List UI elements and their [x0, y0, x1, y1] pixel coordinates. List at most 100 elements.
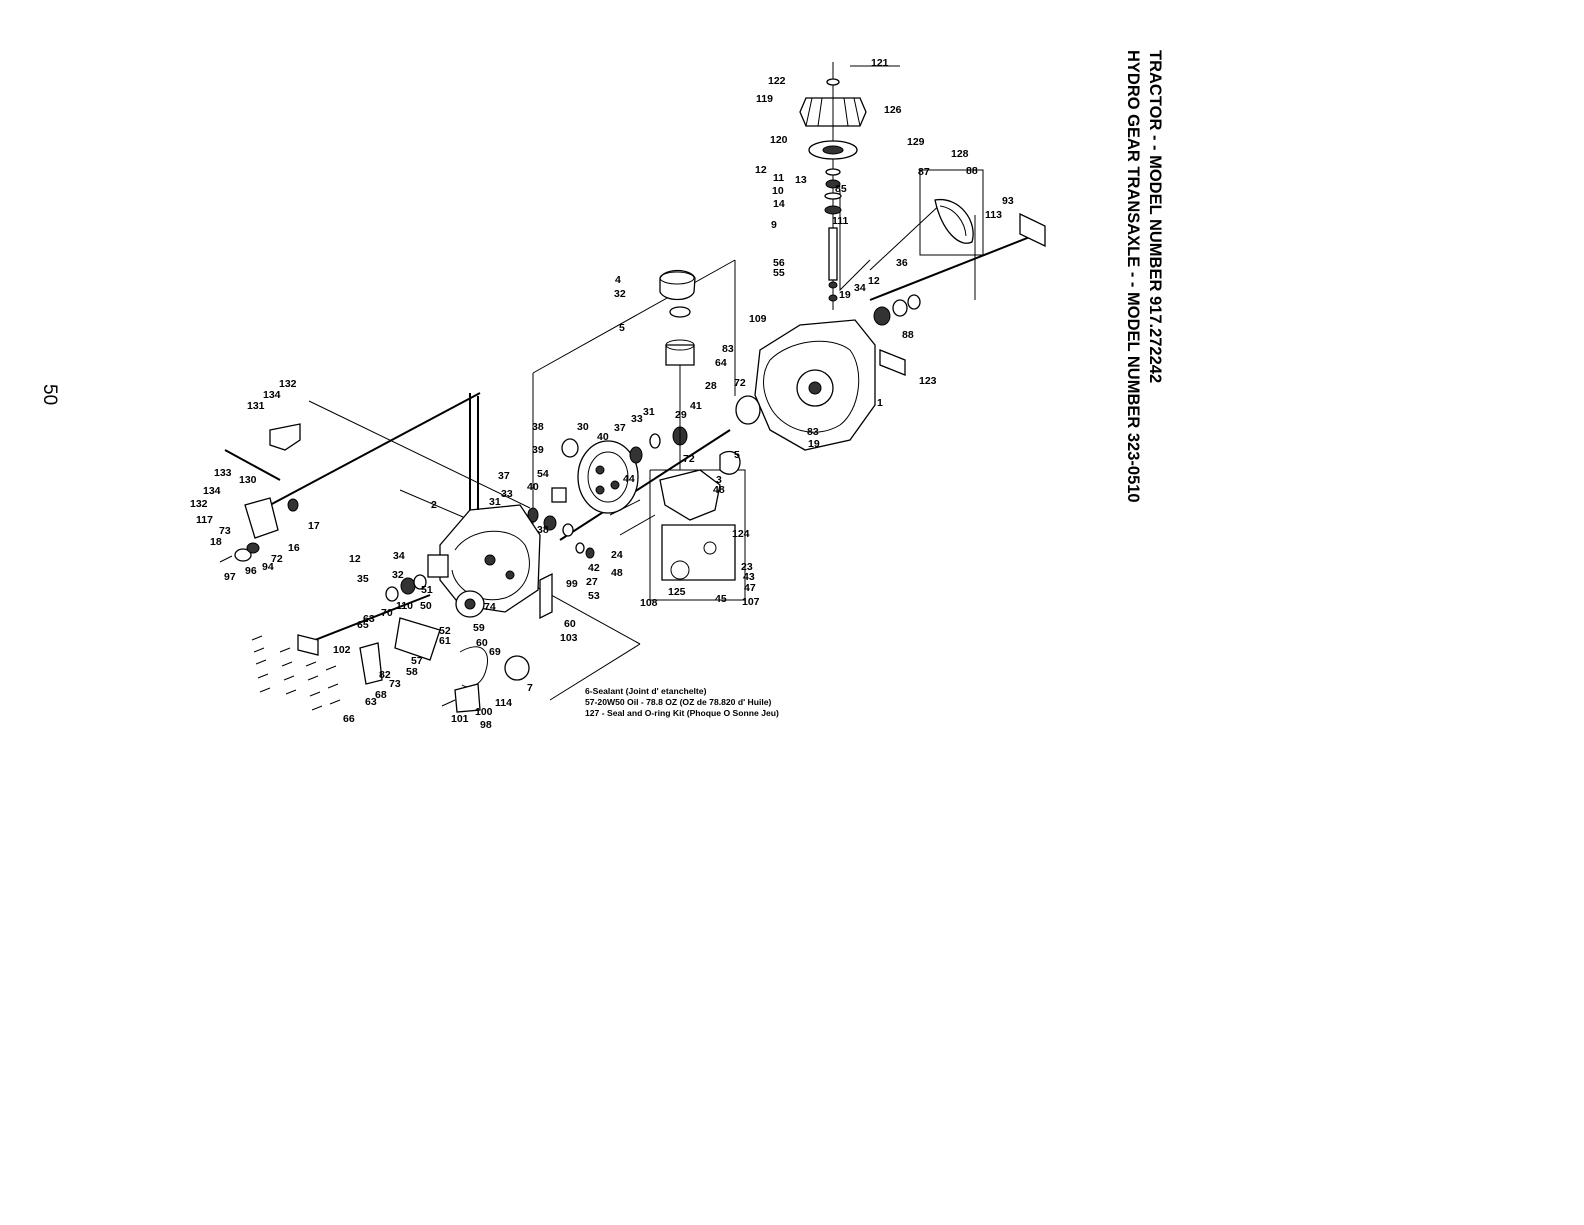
part-label: 31: [643, 406, 655, 418]
part-label: 111: [832, 215, 849, 227]
part-label: 110: [396, 600, 413, 612]
part-label: 38: [532, 421, 544, 433]
note-oil: 57-20W50 Oil - 78.8 OZ (OZ de 78.820 d' …: [585, 697, 772, 707]
part-label: 132: [190, 498, 208, 510]
part-label: 108: [640, 597, 658, 609]
part-label: 94: [262, 561, 274, 573]
part-label: 103: [560, 632, 578, 644]
part-label: 85: [835, 183, 847, 195]
part-label: 30: [577, 421, 589, 433]
part-label: 88: [902, 329, 914, 341]
part-label: 120: [770, 134, 788, 146]
part-label: 126: [884, 104, 902, 116]
part-label: 93: [1002, 195, 1014, 207]
part-label: 124: [732, 528, 750, 540]
part-label: 5: [734, 449, 740, 461]
part-label: 109: [749, 313, 767, 325]
part-label: 33: [501, 488, 513, 500]
part-label: 134: [203, 485, 221, 497]
part-label: 33: [631, 413, 643, 425]
part-label: 114: [495, 697, 512, 709]
title-line-2: HYDRO GEAR TRANSAXLE - - MODEL NUMBER 32…: [1124, 50, 1142, 503]
part-label: 63: [365, 696, 377, 708]
part-label: 122: [768, 75, 786, 87]
main-housing: [754, 319, 906, 451]
part-label: 44: [623, 473, 635, 485]
part-label: 32: [614, 288, 626, 300]
part-label: 57: [411, 655, 423, 667]
part-label: 132: [279, 378, 297, 390]
part-label: 73: [219, 525, 231, 537]
left-axle: [297, 574, 530, 713]
part-label: 40: [597, 431, 609, 443]
part-label: 16: [288, 542, 300, 554]
part-label: 134: [263, 389, 281, 401]
part-label: 19: [808, 438, 820, 450]
part-label: 12: [755, 164, 767, 176]
part-label: 14: [773, 198, 785, 210]
part-label: 35: [357, 573, 369, 585]
part-label: 73: [389, 678, 401, 690]
part-label: 40: [527, 481, 539, 493]
part-label: 64: [715, 357, 727, 369]
part-label: 53: [588, 590, 600, 602]
part-label: 11: [773, 172, 784, 184]
part-label: 121: [871, 57, 889, 69]
part-label: 99: [566, 578, 578, 590]
part-label: 29: [675, 409, 687, 421]
part-label: 130: [239, 474, 257, 486]
part-label: 34: [854, 282, 866, 294]
part-label: 38: [537, 524, 549, 536]
part-label: 17: [308, 520, 320, 532]
note-sealant: 6-Sealant (Joint d' etanchelte): [585, 686, 707, 696]
part-label: 58: [406, 666, 418, 678]
part-label: 32: [392, 569, 404, 581]
part-label: 63: [363, 613, 375, 625]
part-label: 47: [744, 582, 756, 594]
part-label: 107: [742, 596, 760, 608]
part-label: 37: [498, 470, 510, 482]
part-label: 96: [245, 565, 257, 577]
part-label: 98: [480, 719, 492, 731]
part-label: 13: [795, 174, 807, 186]
part-label: 43: [743, 571, 755, 583]
part-label: 4: [615, 274, 621, 286]
part-label: 2: [431, 499, 437, 511]
part-label: 34: [393, 550, 405, 562]
part-label: 7: [527, 682, 533, 694]
part-label: 65: [357, 619, 369, 631]
part-label: 125: [668, 586, 686, 598]
part-label: 51: [421, 584, 433, 596]
part-label: 41: [690, 400, 702, 412]
part-label: 133: [214, 467, 232, 479]
part-label: 83: [722, 343, 734, 355]
part-label: 117: [196, 514, 213, 526]
fan-assembly: [799, 62, 867, 310]
part-label: 23: [741, 561, 753, 573]
part-label: 48: [611, 567, 623, 579]
part-label: 68: [375, 689, 387, 701]
pump-housing: [659, 269, 696, 470]
brake-cover: [934, 199, 974, 244]
gear-train: [527, 395, 761, 559]
part-label: 60: [476, 637, 488, 649]
part-label: 5: [619, 322, 625, 334]
part-label: 36: [896, 257, 908, 269]
part-label: 72: [271, 553, 283, 565]
part-label: 123: [919, 375, 937, 387]
part-label: 55: [773, 267, 785, 279]
title-line-1: TRACTOR - - MODEL NUMBER 917.272242: [1146, 50, 1164, 384]
part-label: 24: [611, 549, 623, 561]
part-label: 45: [715, 593, 727, 605]
part-label: 82: [379, 669, 391, 681]
part-label: 72: [734, 377, 746, 389]
control-linkage: [224, 392, 481, 562]
part-label: 128: [951, 148, 969, 160]
part-label: 72: [683, 453, 695, 465]
part-label: 12: [868, 275, 880, 287]
part-label: 113: [985, 209, 1002, 221]
part-label: 42: [588, 562, 600, 574]
part-label: 37: [614, 422, 626, 434]
